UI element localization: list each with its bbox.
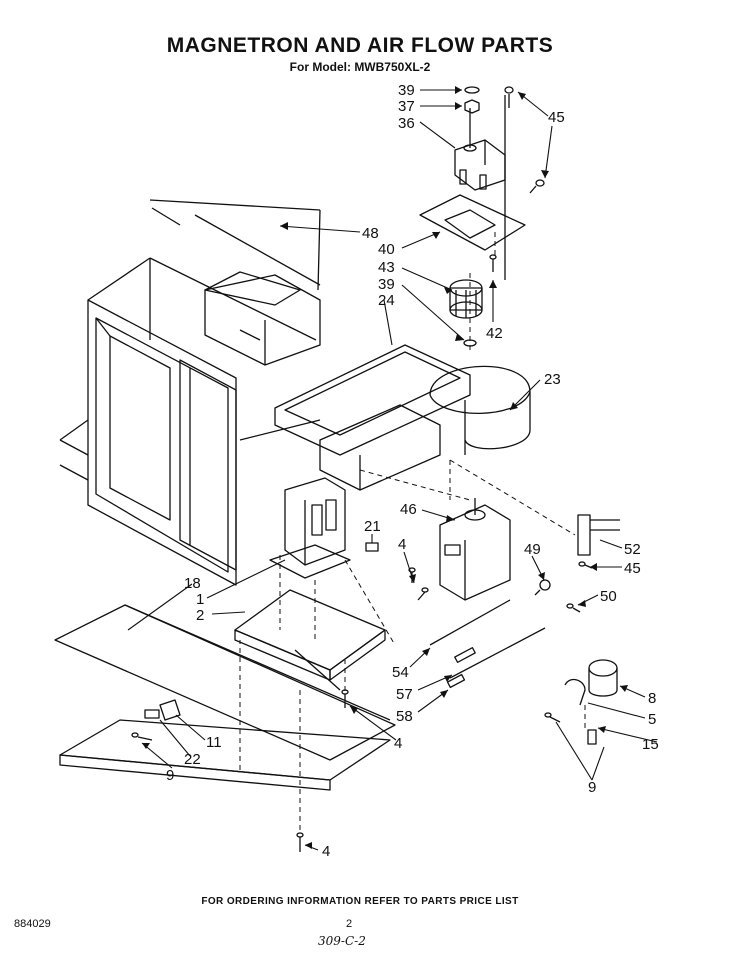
callout-8: 8: [648, 690, 656, 707]
callout-45: 45: [624, 560, 641, 577]
callout-24: 24: [378, 292, 395, 309]
callout-42: 42: [486, 325, 503, 342]
fan-shroud: [429, 365, 531, 455]
callout-9: 9: [166, 767, 174, 784]
callout-4: 4: [322, 843, 330, 860]
document-number: 884029: [14, 918, 51, 930]
callout-23: 23: [544, 371, 561, 388]
model-subtitle: For Model: MWB750XL-2: [289, 60, 431, 74]
base-plate: [54, 604, 396, 761]
air-duct: [274, 344, 471, 491]
screw: [529, 179, 545, 194]
callout-39: 39: [398, 82, 415, 99]
screw: [566, 603, 581, 613]
callout-4: 4: [398, 536, 406, 553]
fan-motor: [454, 108, 506, 191]
motor-bracket: [419, 194, 526, 251]
callout-45: 45: [548, 109, 565, 126]
screw: [504, 86, 514, 108]
callout-5: 5: [648, 711, 656, 728]
page-title: MAGNETRON AND AIR FLOW PARTS: [166, 34, 554, 57]
callout-43: 43: [378, 259, 395, 276]
callout-2: 2: [196, 607, 204, 624]
callout-18: 18: [184, 575, 201, 592]
callout-15: 15: [642, 736, 659, 753]
screw: [131, 732, 153, 741]
callout-58: 58: [396, 708, 413, 725]
thermal-cutout: [534, 579, 551, 596]
screw: [544, 712, 561, 723]
callout-52: 52: [624, 541, 641, 558]
capacitor: [588, 659, 618, 697]
callout-48: 48: [362, 225, 379, 242]
callout-54: 54: [392, 664, 409, 681]
clip: [365, 542, 379, 552]
callout-labels: 39 37 36 45 48 40 43 39 24 42 23 46 21 4…: [166, 82, 659, 860]
callout-40: 40: [378, 241, 395, 258]
callout-11: 11: [206, 734, 222, 751]
nut: [464, 99, 480, 114]
oven-cabinet: [59, 199, 321, 586]
callout-21: 21: [364, 518, 381, 535]
callout-36: 36: [398, 115, 415, 132]
wiring-harness: [429, 599, 546, 689]
bottom-panel: [59, 719, 391, 791]
handwritten-note: 309-C-2: [318, 934, 366, 948]
fuse-holder: [577, 514, 620, 556]
callout-4: 4: [394, 735, 402, 752]
callout-37: 37: [398, 98, 415, 115]
assembly-guide-lines: [239, 230, 586, 830]
ordering-info-footer: FOR ORDERING INFORMATION REFER TO PARTS …: [201, 896, 519, 907]
callout-57: 57: [396, 686, 413, 703]
callout-1: 1: [196, 591, 204, 608]
fan-blade: [449, 279, 483, 319]
callout-39: 39: [378, 276, 395, 293]
callout-9: 9: [588, 779, 596, 796]
screw: [489, 254, 497, 272]
control-housing: [204, 271, 321, 366]
callout-22: 22: [184, 751, 201, 768]
callout-arrowheads: [142, 86, 628, 849]
transformer-base: [234, 589, 386, 691]
callout-49: 49: [524, 541, 541, 558]
latch-bracket: [144, 699, 181, 721]
page-number: 2: [346, 918, 353, 930]
magnetron: [439, 498, 511, 601]
screw: [417, 587, 429, 601]
transformer: [269, 477, 351, 579]
washer: [464, 86, 480, 94]
callout-46: 46: [400, 501, 417, 518]
capacitor-bracket: [564, 678, 597, 745]
callout-50: 50: [600, 588, 617, 605]
screw: [296, 832, 304, 852]
